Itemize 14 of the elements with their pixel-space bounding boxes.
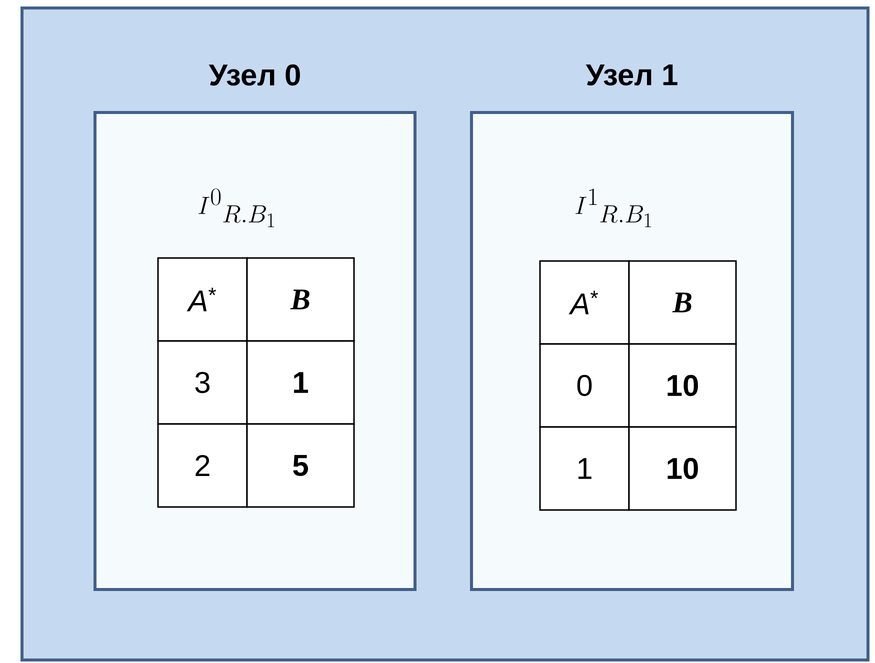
table-cell: 10 — [628, 343, 737, 428]
table-cell: 1 — [246, 340, 355, 425]
table-cell: B — [246, 257, 355, 342]
table-cell: 1 — [539, 426, 630, 511]
table-cell: B — [628, 260, 737, 345]
table-cell: A$^{*}$ — [157, 257, 248, 342]
table-cell: 2 — [157, 423, 248, 508]
table-cell: 0 — [539, 343, 630, 428]
table-cell: 3 — [157, 340, 248, 425]
node-label: Узел 1 — [586, 64, 678, 86]
table-cell: 5 — [246, 423, 355, 508]
node-label: Узел 0 — [208, 64, 300, 86]
table-cell: A$^{*}$ — [539, 260, 630, 345]
table-cell: 10 — [628, 426, 737, 511]
